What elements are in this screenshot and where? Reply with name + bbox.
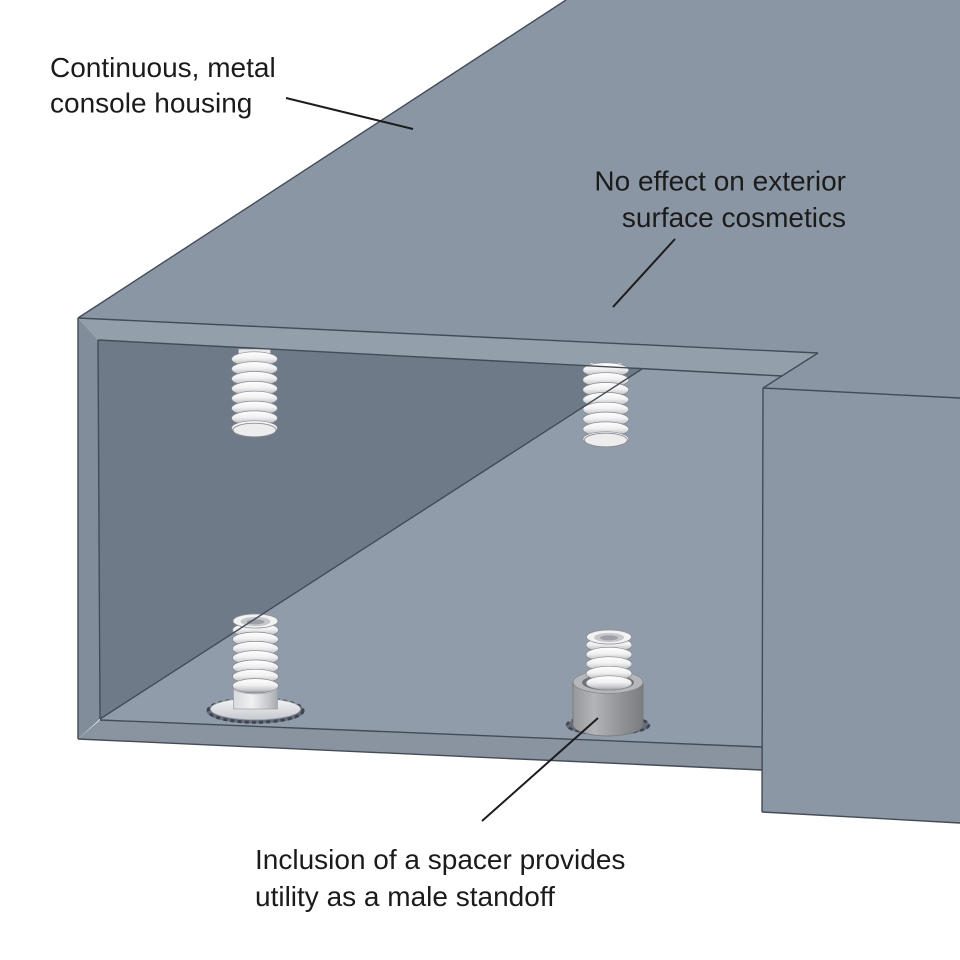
housing-bottom-wall-section — [78, 720, 762, 770]
mating-panel — [762, 388, 960, 823]
label-housing-line1: Continuous, metal — [50, 52, 276, 83]
edge-floor-front — [99, 719, 763, 748]
console-housing-model — [78, 0, 960, 823]
leader-line-housing — [285, 97, 414, 130]
edge-top-front — [77, 317, 819, 354]
edge-panel-left — [761, 387, 764, 813]
edge-back-wall-diagonal — [99, 368, 643, 720]
housing-interior-back-wall — [98, 340, 642, 719]
stud-bottom-left-clinch — [206, 613, 305, 724]
annotations: Continuous, metal console housing No eff… — [50, 52, 846, 912]
housing-left-wall — [78, 318, 100, 739]
stud-top-left — [232, 348, 278, 438]
stud-bottom-right-standoff — [565, 629, 651, 737]
leader-line-cosmetics — [612, 238, 676, 308]
model-edges — [77, 0, 960, 824]
edge-panel-bottom — [761, 811, 960, 824]
housing-top-wall-section — [78, 318, 818, 376]
edge-left-inner — [97, 339, 101, 720]
label-cosmetics-line2: surface cosmetics — [622, 202, 846, 233]
label-spacer-line1: Inclusion of a spacer provides — [255, 844, 625, 875]
label-housing-line2: console housing — [50, 88, 252, 119]
leader-line-spacer — [481, 717, 599, 822]
edge-bottom-outer — [77, 738, 763, 771]
edge-section-step — [762, 352, 819, 389]
stud-top-right — [583, 362, 629, 448]
label-spacer-line2: utility as a male standoff — [255, 881, 555, 912]
stud-tip — [583, 432, 628, 448]
leader-lines — [285, 97, 676, 822]
edge-top-ridge — [77, 0, 567, 319]
edge-ceiling-front — [97, 339, 783, 377]
stud-tip — [232, 422, 277, 438]
edge-panel-top — [762, 387, 960, 399]
label-cosmetics-line1: No effect on exterior — [594, 166, 846, 197]
housing-top-surface — [78, 0, 960, 398]
